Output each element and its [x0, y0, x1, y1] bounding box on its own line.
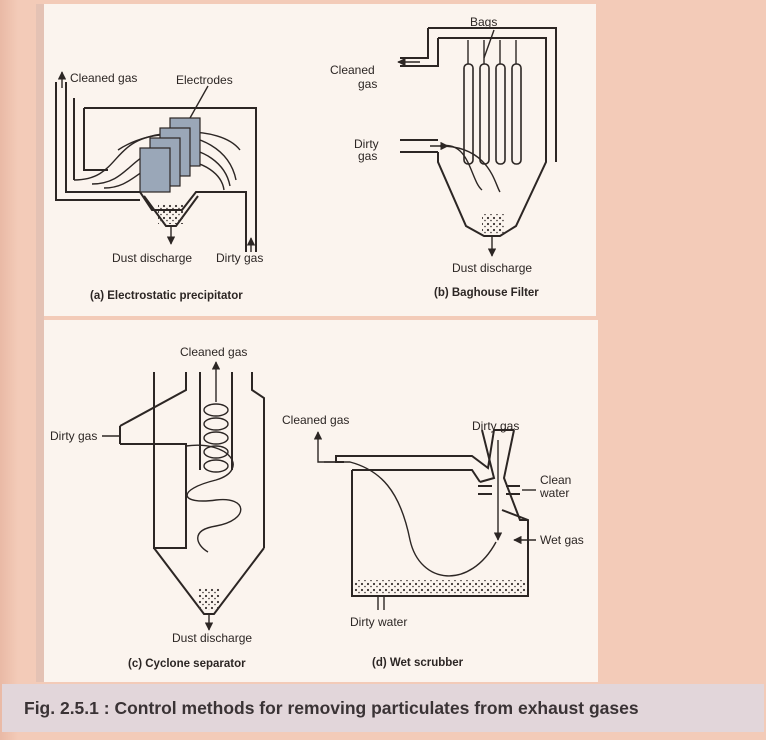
scrubber-dirty-label: Dirty gas [472, 419, 519, 433]
scrubber-cleaned-label: Cleaned gas [282, 413, 349, 427]
esp-electrode-4 [139, 147, 171, 193]
cyclone-dust [198, 588, 220, 610]
esp-electrodes-label: Electrodes [176, 73, 233, 87]
scrubber-clean-water-label-2: water [539, 486, 569, 500]
cyclone-diagram: Cleaned gas Dirty gas Dust discharge (c)… [50, 345, 265, 670]
baghouse-dirty-label-2: gas [358, 149, 377, 163]
scrubber-diagram: Cleaned gas Dirty gas Clean water Wet ga… [282, 413, 584, 669]
baghouse-cleaned-label-2: gas [358, 77, 377, 91]
scrubber-wet-gas-label: Wet gas [540, 533, 584, 547]
baghouse-bag-4 [511, 63, 522, 165]
cyclone-title: (c) Cyclone separator [128, 658, 246, 670]
cyclone-dirty-label: Dirty gas [50, 429, 97, 443]
esp-cleaned-gas-label: Cleaned gas [70, 71, 137, 85]
esp-title: (a) Electrostatic precipitator [90, 290, 243, 302]
page-shadow-strip [36, 4, 44, 682]
baghouse-cleaned-label-1: Cleaned [330, 63, 375, 77]
baghouse-bag-3 [495, 63, 506, 165]
baghouse-dust-label: Dust discharge [452, 261, 532, 275]
esp-dust-discharge-label: Dust discharge [112, 251, 192, 265]
esp-dirty-gas-label: Dirty gas [216, 251, 263, 265]
baghouse-dirty-label-1: Dirty [354, 137, 379, 151]
esp-dust [158, 204, 184, 224]
caption-bar: Fig. 2.5.1 : Control methods for removin… [2, 684, 764, 732]
figure-caption: Fig. 2.5.1 : Control methods for removin… [24, 697, 639, 718]
scrubber-sediment [354, 580, 526, 594]
baghouse-bags-label: Bags [470, 15, 497, 29]
baghouse-bag-1 [463, 63, 474, 165]
baghouse-title: (b) Baghouse Filter [434, 287, 539, 299]
cyclone-dust-label: Dust discharge [172, 631, 252, 645]
baghouse-dust [482, 214, 504, 234]
cyclone-cleaned-label: Cleaned gas [180, 345, 247, 359]
baghouse-bag-2 [479, 63, 490, 165]
baghouse-diagram: Bags Cleaned gas Dirty gas Dust discharg… [330, 15, 557, 299]
lower-page-sheet [38, 320, 598, 682]
scrubber-dirty-water-label: Dirty water [350, 615, 407, 629]
scrubber-clean-water-label-1: Clean [540, 473, 571, 487]
cyclone-spiral [203, 403, 229, 473]
scrubber-title: (d) Wet scrubber [372, 657, 464, 669]
esp-diagram: Cleaned gas Electrodes Dust discharge Di… [55, 71, 263, 302]
